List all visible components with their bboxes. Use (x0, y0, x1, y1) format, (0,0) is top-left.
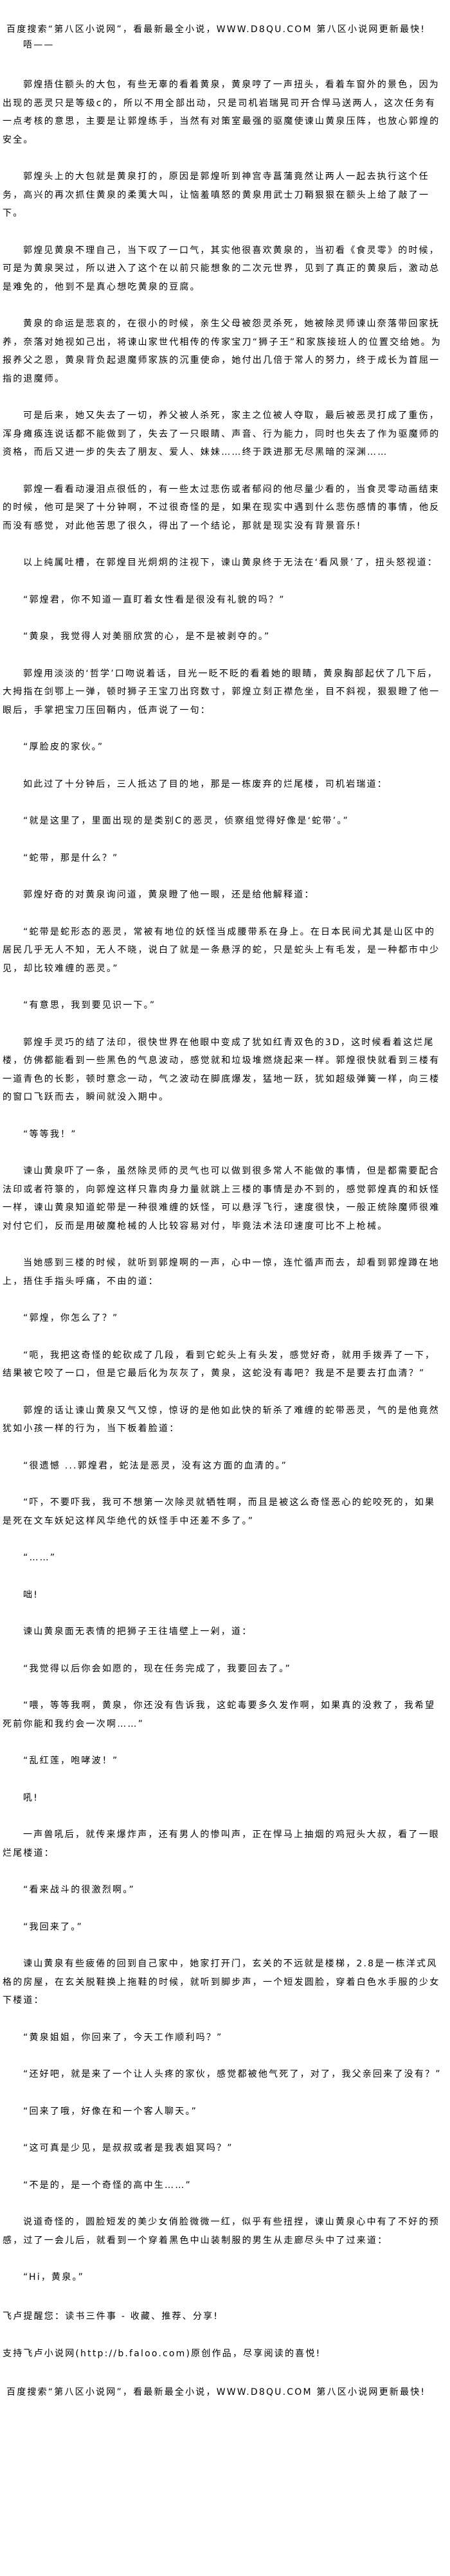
story-paragraph: “郭煌君，你不知道一直盯着女性看是很没有礼貌的吗？” (23, 594, 285, 605)
story-paragraph: “回来了哦，好像在和一个客人聊天。” (23, 2106, 198, 2117)
story-paragraph: “吓，不要吓我，我可不想第一次除灵就牺牲啊，而且是被这么奇怪恶心的蛇咬死的，如果… (3, 1497, 436, 1526)
story-paragraph: “Hi，黄泉。” (23, 2272, 85, 2282)
story-paragraph: 谏山黄泉有些疲倦的回到自己家中，她家打开门，玄关的不远就是楼梯，2.8是一栋洋式… (3, 1959, 440, 2006)
site-banner-bottom: 百度搜索“第八区小说网”，看最新最全小说，WWW.D8QU.COM 第八区小说网… (6, 2386, 426, 2397)
story-paragraph: “我觉得以后你会如愿的，现在任务完成了，我要回去了。” (23, 1663, 291, 1674)
reading-reminder: 飞卢提醒您：读书三件事 - 收藏、推荐、分享! (3, 2311, 219, 2322)
story-paragraph: “蛇带，那是什么？” (23, 852, 119, 863)
story-paragraph: 谏山黄泉吓了一条，虽然除灵师的灵气也可以做到很多常人不能做的事情，但是都需要配合… (3, 1166, 440, 1231)
story-paragraph: 可是后来，她又失去了一切，养父被人杀死，家主之位被人夺取，最后被恶灵打成了重伤，… (3, 410, 440, 457)
story-paragraph: 一声兽吼后，就传来爆炸声，还有男人的惨叫声，正在悍马上抽烟的鸡冠头大叔，看了一眼… (3, 1830, 440, 1858)
story-paragraph: 郭煌的话让谏山黄泉又气又惊，惊讶的是他如此快的斩杀了难缠的蛇带恶灵，气的是他竟然… (3, 1405, 440, 1434)
chapter-content: 郭煌捂住额头的大包，有些无辜的看着黄泉，黄泉哼了一声扭头，看着车窗外的景色，因为… (3, 76, 445, 2287)
story-paragraph: 谏山黄泉面无表情的把狮子王往墙壁上一剁，道： (23, 1627, 253, 1637)
story-paragraph: “黄泉，我觉得人对美丽欣赏的心，是不是被剥夺的。” (23, 631, 271, 642)
story-paragraph: 吼! (23, 1792, 39, 1803)
story-paragraph: 郭煌捂住额头的大包，有些无辜的看着黄泉，黄泉哼了一声扭头，看着车窗外的景色，因为… (3, 80, 440, 145)
story-paragraph: “乱红莲，咆哮波！” (23, 1756, 119, 1766)
story-paragraph: “蛇带是蛇形态的恶灵，常被有地位的妖怪当成腰带系在身上。在日本民间尤其是山区中的… (3, 926, 440, 974)
story-paragraph: “郭煌，你怎么了？” (23, 1313, 119, 1323)
story-paragraph: “有意思，我到要见识一下。” (23, 1000, 156, 1010)
story-paragraph: “还好吧，就是来了一个让人头疼的家伙，感觉都被他气死了，对了，我父亲回来了没有？… (23, 2069, 442, 2079)
story-paragraph: “看来战斗的很激烈啊。” (23, 1885, 135, 1895)
opening-line: 唔—— (23, 40, 55, 50)
story-paragraph: “很遗憾 ...郭煌君，蛇法是恶灵，没有这方面的血清的。” (23, 1460, 288, 1471)
story-paragraph: “厚脸皮的家伙。” (23, 742, 104, 752)
site-banner-top: 百度搜索“第八区小说网”，看最新最全小说，WWW.D8QU.COM 第八区小说网… (6, 24, 426, 35)
story-paragraph: 咄! (23, 1589, 39, 1600)
story-paragraph: “……” (23, 1553, 57, 1563)
story-paragraph: 黄泉的命运是悲哀的，在很小的时候，亲生父母被怨灵杀死，她被除灵师谏山奈落带回家抚… (3, 319, 442, 384)
story-paragraph: “这可真是少见，是叔叔或者是我表姐冥吗？” (23, 2143, 233, 2153)
story-paragraph: 以上纯属吐槽，在郭煌目光炯炯的注视下，谏山黄泉终于无法在‘看风景’了，扭头怒视道… (23, 558, 438, 568)
story-paragraph: “呃，我把这奇怪的蛇砍成了几段，看到它蛇头上有头发，感觉好奇，就用手拨弄了一下，… (3, 1350, 436, 1379)
story-paragraph: “喂，等等我啊，黄泉，你还没有告诉我，这蛇毒要多久发作啊，如果真的没救了，我希望… (3, 1700, 436, 1729)
story-paragraph: 郭煌用淡淡的‘哲学’口吻说着话，目光一眨不眨的看着她的眼睛，黄泉胸部起伏了几下后… (3, 668, 440, 716)
story-paragraph: “就是这里了，里面出现的是类别C的恶灵，侦察组觉得好像是‘蛇带’。” (23, 816, 349, 826)
story-paragraph: 郭煌头上的大包就是黄泉打的，原因是郭煌听到神宫寺菖蒲竟然让两人一起去执行这个任务… (3, 172, 430, 218)
story-paragraph: “等等我！” (23, 1129, 77, 1140)
story-paragraph: 如此过了十分钟后，三人抵达了目的地，那是一栋废弃的烂尾楼，司机岩瑞道： (23, 779, 388, 790)
support-link-text[interactable]: 支持飞卢小说网(http://b.faloo.com)原创作品，尽享阅读的喜悦! (3, 2348, 321, 2359)
story-paragraph: “不是的，是一个奇怪的高中生……” (23, 2180, 192, 2191)
story-paragraph: “我回来了。” (23, 1921, 83, 1932)
story-paragraph: 郭煌手灵巧的结了法印，很快世界在他眼中变成了犹如红青双色的3D，这时候看着这烂尾… (3, 1037, 440, 1103)
novel-page: 百度搜索“第八区小说网”，看最新最全小说，WWW.D8QU.COM 第八区小说网… (3, 24, 445, 2397)
story-paragraph: “黄泉姐姐，你回来了，今天工作顺利吗？” (23, 2032, 223, 2043)
story-paragraph: 郭煌好奇的对黄泉询问道，黄泉瞪了他一眼，还是给他解释道： (23, 890, 315, 900)
story-paragraph: 郭煌一看看动漫泪点很低的，有一些太过悲伤或者郁闷的他尽量少看的，当食灵零动画结束… (3, 484, 440, 531)
story-paragraph: 说道奇怪的，圆脸短发的美少女俏脸微微一红，似乎有些扭捏，谏山黄泉心中有了不好的预… (3, 2217, 440, 2246)
story-paragraph: 当她感到三楼的时候，就听到郭煌啊的一声，心中一惊，连忙循声而去，却看到郭煌蹲在地… (3, 1258, 440, 1287)
story-paragraph: 郭煌见黄泉不理自己，当下叹了一口气，其实他很喜欢黄泉的，当初看《食灵零》的时候，… (3, 245, 440, 292)
